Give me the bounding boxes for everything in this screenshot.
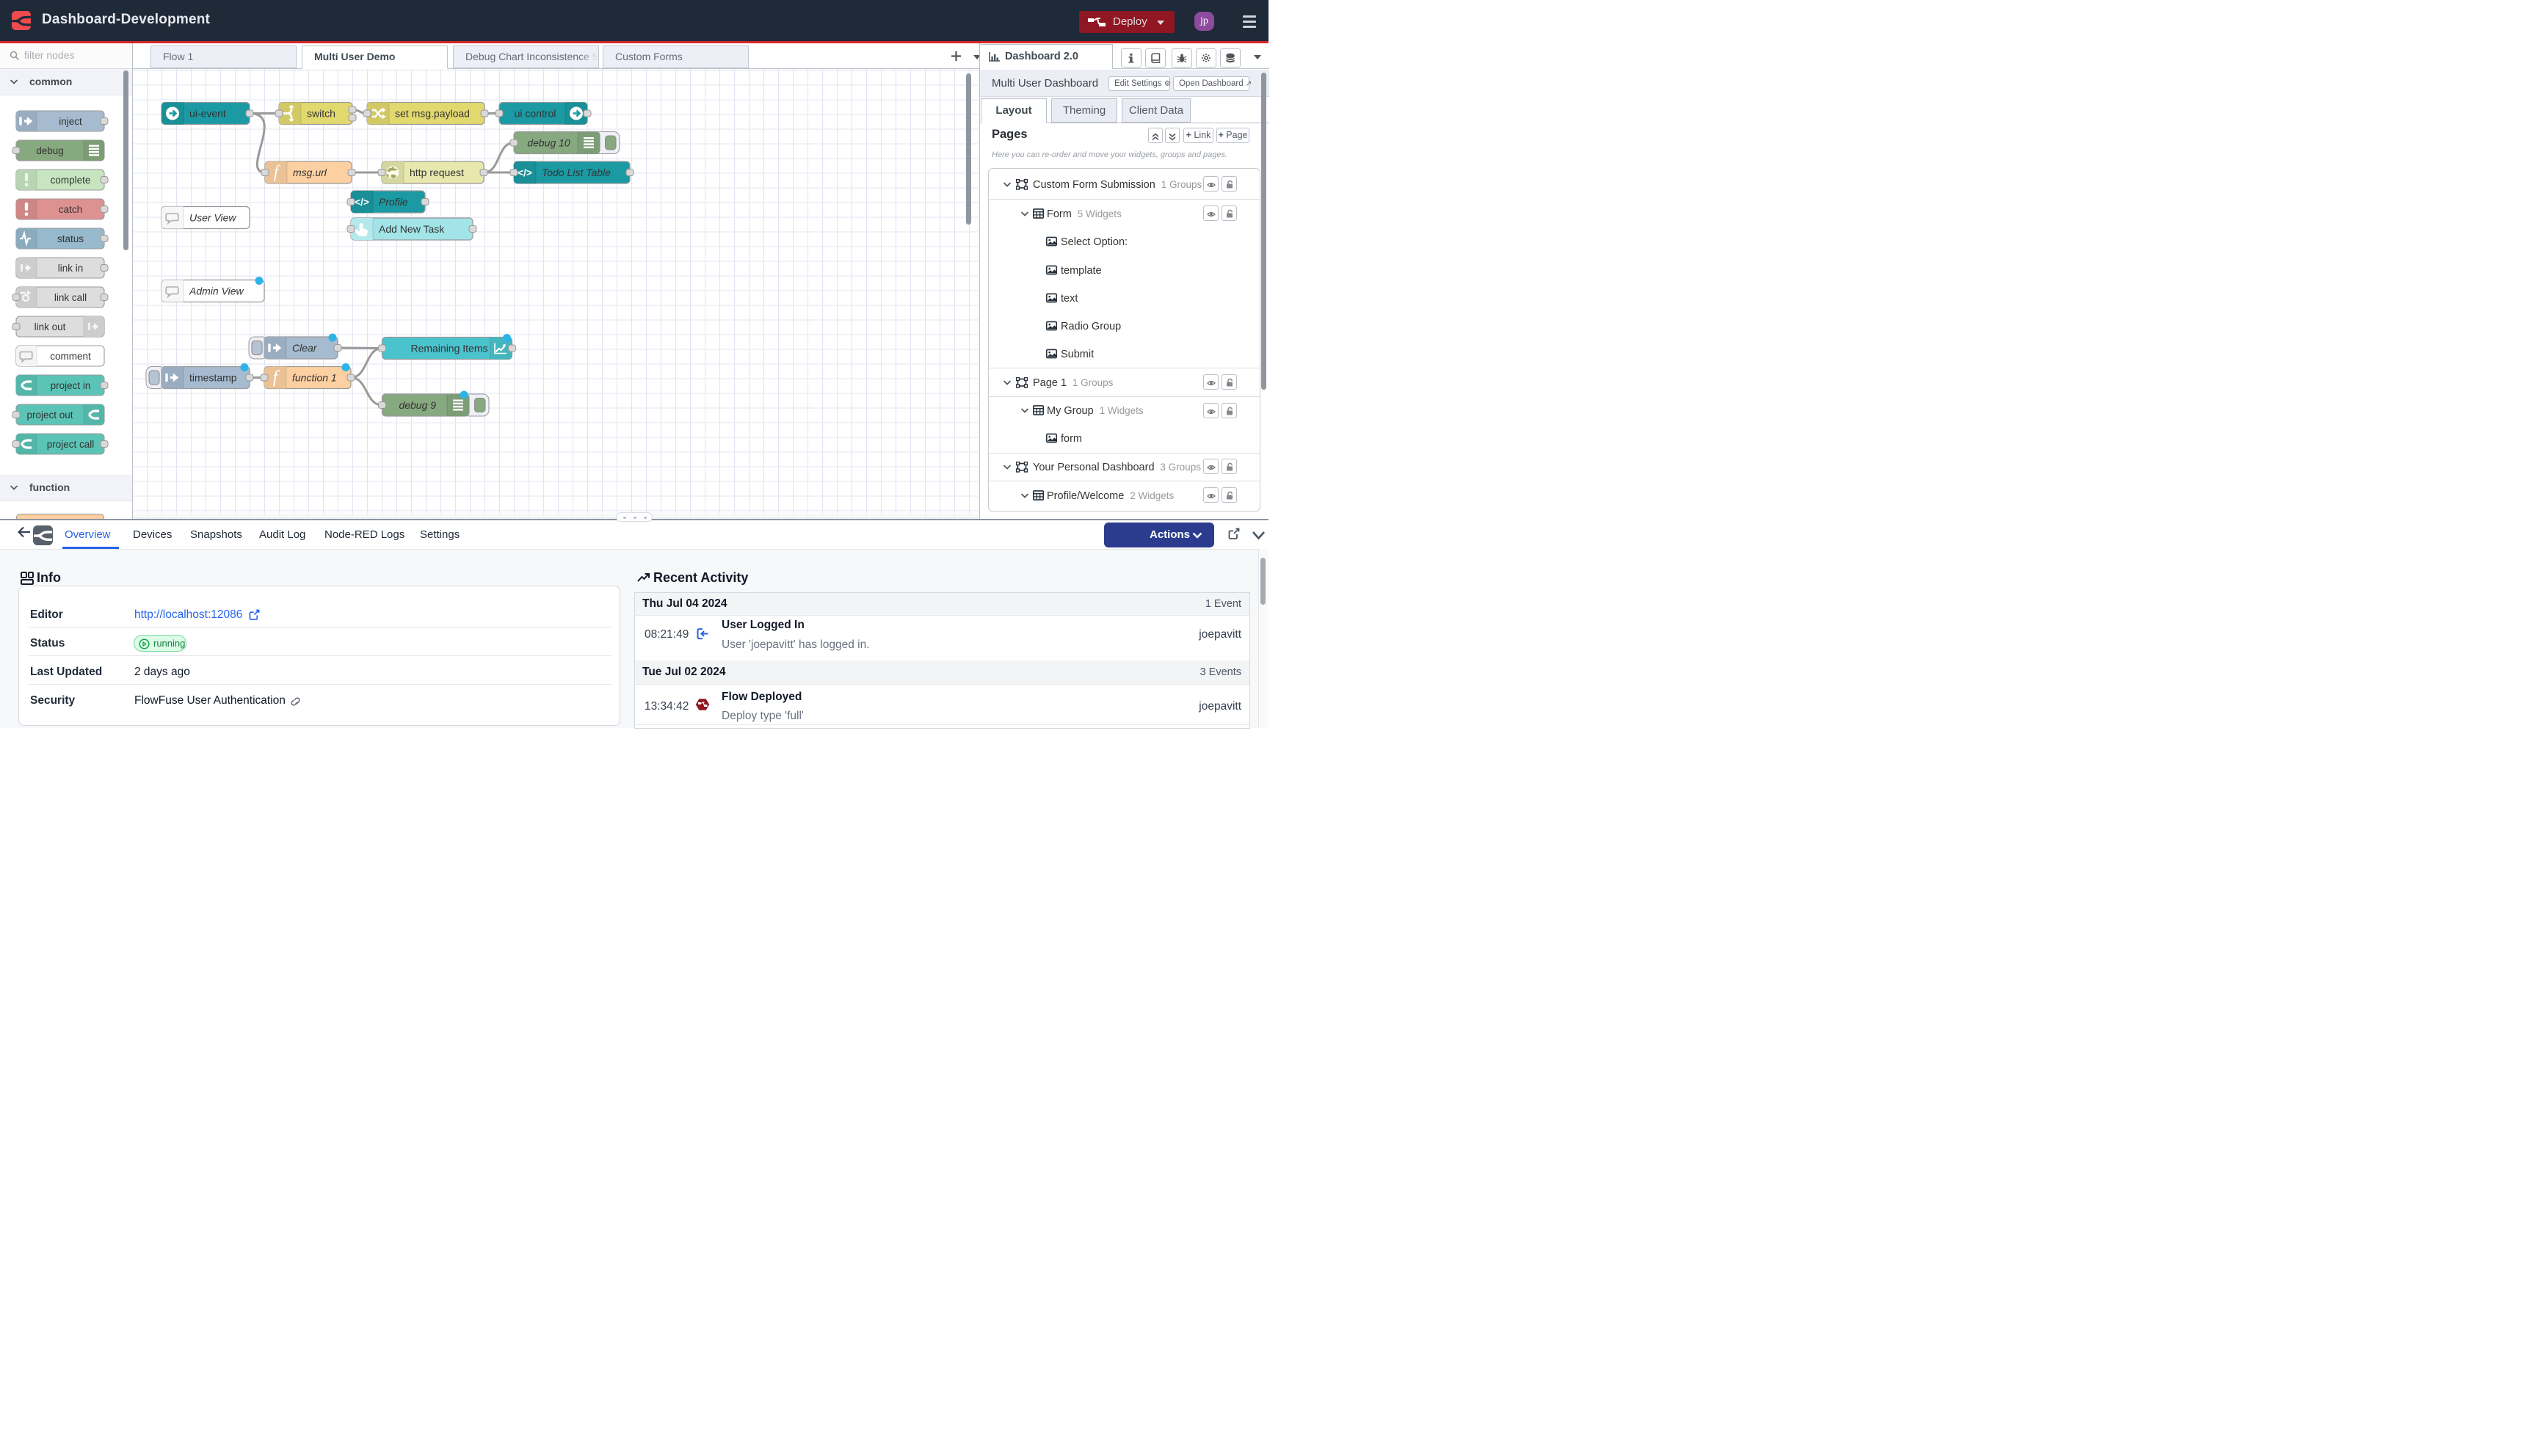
svg-text:link out: link out (35, 321, 66, 332)
svg-text:project out: project out (26, 410, 73, 421)
svg-text:Todo List Table: Todo List Table (542, 167, 611, 178)
svg-text:http request: http request (410, 167, 464, 178)
svg-text:status: status (57, 233, 84, 244)
svg-text:debug: debug (36, 145, 64, 156)
svg-text:Remaining Items: Remaining Items (410, 343, 487, 354)
svg-text:project call: project call (47, 439, 95, 450)
svg-text:ui control: ui control (515, 108, 556, 120)
svg-text:</>: </> (518, 167, 532, 178)
svg-text:project in: project in (51, 380, 91, 391)
svg-text:link in: link in (58, 263, 84, 274)
svg-text:link call: link call (54, 292, 87, 303)
svg-text:msg.url: msg.url (293, 167, 327, 178)
svg-text:function 1: function 1 (292, 372, 337, 384)
svg-text:</>: </> (355, 197, 369, 208)
svg-text:User View: User View (189, 212, 236, 224)
svg-text:timestamp: timestamp (189, 372, 237, 384)
svg-text:inject: inject (59, 116, 82, 127)
svg-text:Profile: Profile (379, 196, 408, 208)
svg-text:Add New Task: Add New Task (379, 223, 445, 235)
svg-text:debug 10: debug 10 (527, 137, 570, 149)
svg-text:Admin View: Admin View (189, 285, 244, 297)
svg-text:debug 9: debug 9 (399, 399, 436, 411)
svg-text:catch: catch (59, 204, 82, 215)
svg-text:Clear: Clear (292, 342, 318, 354)
svg-text:f: f (274, 163, 281, 182)
svg-text:ui-event: ui-event (189, 108, 226, 120)
svg-text:f: f (273, 368, 280, 387)
svg-text:set msg.payload: set msg.payload (395, 108, 470, 120)
svg-text:comment: comment (50, 351, 91, 362)
svg-text:complete: complete (51, 175, 91, 186)
svg-text:switch: switch (307, 108, 335, 120)
